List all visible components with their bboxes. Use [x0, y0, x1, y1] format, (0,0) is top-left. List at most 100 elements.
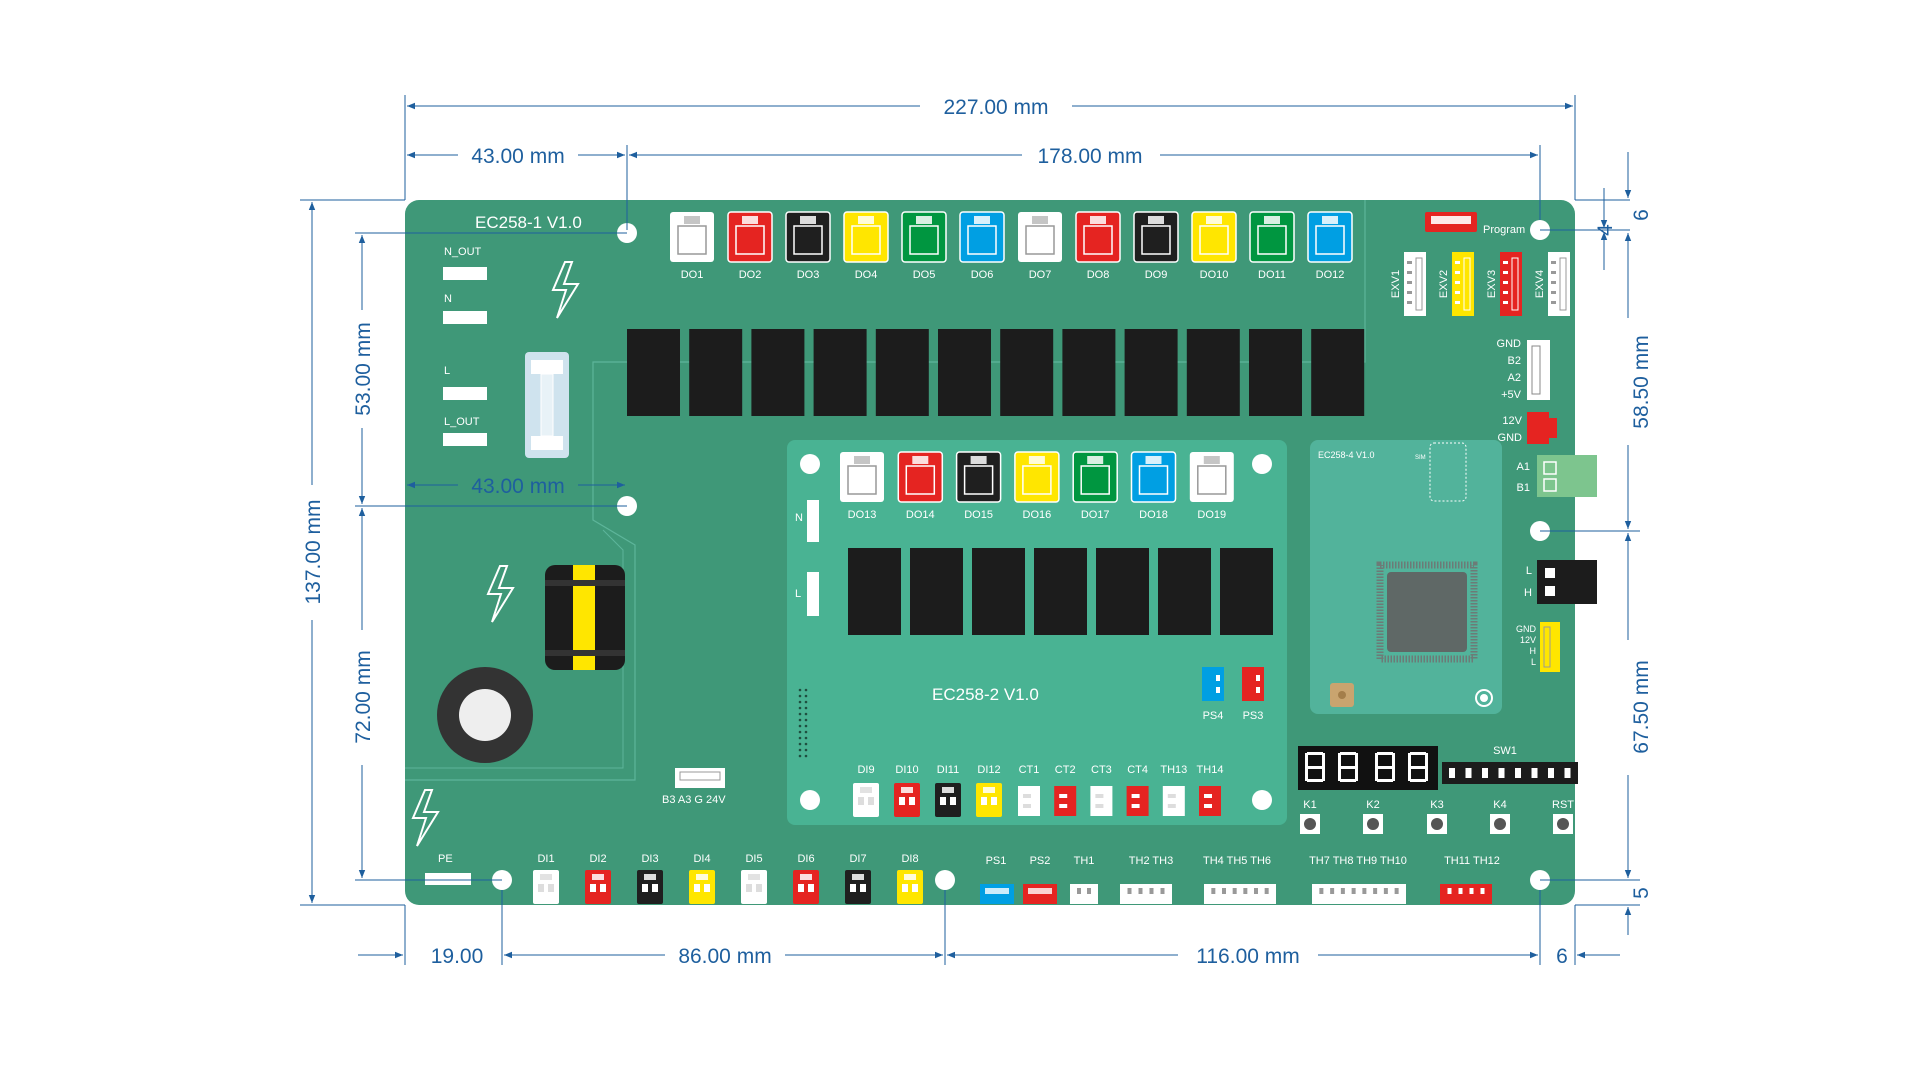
rs485-a2-label: A2 [1508, 372, 1521, 384]
do-connector-label: DO1 [681, 269, 704, 281]
n-out-pad [443, 267, 487, 280]
do-connector-label: DO7 [1029, 269, 1052, 281]
sub-di-connector: DI12 [976, 764, 1002, 817]
relay [751, 329, 805, 416]
pin-header [798, 688, 808, 758]
sub-mounting-hole [1252, 454, 1272, 474]
header-pin [804, 742, 808, 746]
dim-overall-width: 227.00 mm [943, 96, 1048, 119]
dim-bottom-mid: 86.00 mm [678, 945, 771, 968]
do-connector-label: DO17 [1081, 509, 1110, 521]
ct-connector: CT2 [1054, 764, 1077, 816]
header-pin [804, 748, 808, 752]
relay [848, 548, 901, 635]
sub-di-connector-label: DI10 [895, 764, 918, 776]
di-connector-label: DI2 [589, 853, 606, 865]
sub-l-pad [807, 572, 819, 616]
connector-pin [1127, 888, 1132, 894]
header-pin [804, 730, 808, 734]
do-connector-label: DO19 [1197, 509, 1226, 521]
main-board-title: EC258-1 V1.0 [475, 213, 582, 232]
di-connector-label: DI6 [797, 853, 814, 865]
th2-th3-label: TH2 TH3 [1129, 855, 1173, 867]
dim-inner-width: 43.00 mm [471, 475, 564, 498]
sub-l-label: L [795, 588, 801, 600]
sub-mounting-hole [800, 790, 820, 810]
comm-led [1475, 689, 1493, 707]
exv-connector: EXV1 [1390, 252, 1426, 316]
sub-di-connector-label: DI11 [937, 764, 959, 776]
header-pin [804, 754, 808, 758]
can-gnd-label: GND [1516, 624, 1537, 634]
exv-connector-label: EXV3 [1486, 270, 1498, 298]
di-connector-label: DI7 [849, 853, 866, 865]
connector-pin [1222, 888, 1226, 894]
connector-pin [1394, 888, 1399, 894]
di-connector: DI1 [533, 853, 559, 904]
can-h-label: H [1530, 646, 1537, 656]
do-connector-label: DO5 [913, 269, 936, 281]
do-connector: DO2 [727, 211, 773, 281]
b3-a3-connector: B3 A3 G 24V [662, 768, 726, 806]
sub-mounting-hole [800, 454, 820, 474]
th1-label: TH1 [1074, 855, 1095, 867]
do-connector-label: DO3 [797, 269, 820, 281]
di-connector: DI4 [689, 853, 715, 904]
pwr12-12v-label: 12V [1502, 415, 1522, 427]
power-input-pads: N_OUT N L L_OUT [443, 246, 487, 446]
rs485-housing [1527, 340, 1550, 400]
do-connector: DO12 [1307, 211, 1353, 281]
relay [1158, 548, 1211, 635]
relays-sub [848, 548, 1273, 635]
header-pin [798, 748, 802, 752]
comm-led-core [1480, 694, 1488, 702]
b1-label: B1 [1517, 482, 1530, 494]
seven-seg-digit [1305, 752, 1325, 782]
connector-pin [1480, 888, 1485, 894]
th7-th10-housing [1312, 884, 1406, 904]
header-pin [804, 718, 808, 722]
dim-right-upper: 58.50 mm [1630, 335, 1653, 428]
push-button: K2 [1363, 799, 1383, 834]
connector-pin [1264, 888, 1269, 894]
do-connector-label: DO10 [1200, 269, 1229, 281]
program-label: Program [1483, 224, 1525, 236]
dip-switch-pin [1449, 768, 1455, 778]
ct-connector-label: TH13 [1160, 764, 1187, 776]
ps-connector: PS4 [1202, 667, 1224, 722]
lh-connector: L H [1524, 560, 1597, 604]
ps2-label: PS2 [1030, 855, 1051, 867]
do-connector: DO8 [1075, 211, 1121, 281]
push-button-label: K4 [1493, 799, 1506, 811]
connector-pin [1469, 888, 1474, 894]
sub-di-connector: DI10 [894, 764, 920, 817]
th4-th6-label: TH4 TH5 TH6 [1203, 855, 1271, 867]
connector-pin [1383, 888, 1388, 894]
n-out-label: N_OUT [444, 246, 482, 258]
dip-switch-pin [1465, 768, 1472, 778]
rs485-connector: GND B2 A2 +5V [1497, 338, 1550, 401]
push-button: RST [1552, 799, 1574, 834]
ct-connector: CT3 [1090, 764, 1113, 816]
relay [1062, 329, 1116, 416]
connector-pin [1340, 888, 1345, 894]
program-connector: Program [1425, 212, 1525, 236]
push-button-label: K2 [1366, 799, 1379, 811]
header-pin [798, 742, 802, 746]
push-button: K4 [1490, 799, 1510, 834]
do-connector: DO13 [840, 452, 884, 521]
do-connector: DO1 [670, 212, 714, 281]
do-connector-label: DO2 [739, 269, 762, 281]
header-pin [798, 712, 802, 716]
th11-th12-label: TH11 TH12 [1444, 855, 1500, 867]
power-12v-connector: 12V GND [1498, 412, 1557, 444]
connector-pin [1211, 888, 1216, 894]
relay [1311, 329, 1365, 416]
do-connector-label: DO18 [1139, 509, 1168, 521]
do-connector-label: DO13 [848, 509, 877, 521]
dip-switch-pin [1548, 768, 1554, 778]
relay [1096, 548, 1149, 635]
sub-mounting-hole [1252, 790, 1272, 810]
di-connector: DI2 [585, 853, 611, 904]
